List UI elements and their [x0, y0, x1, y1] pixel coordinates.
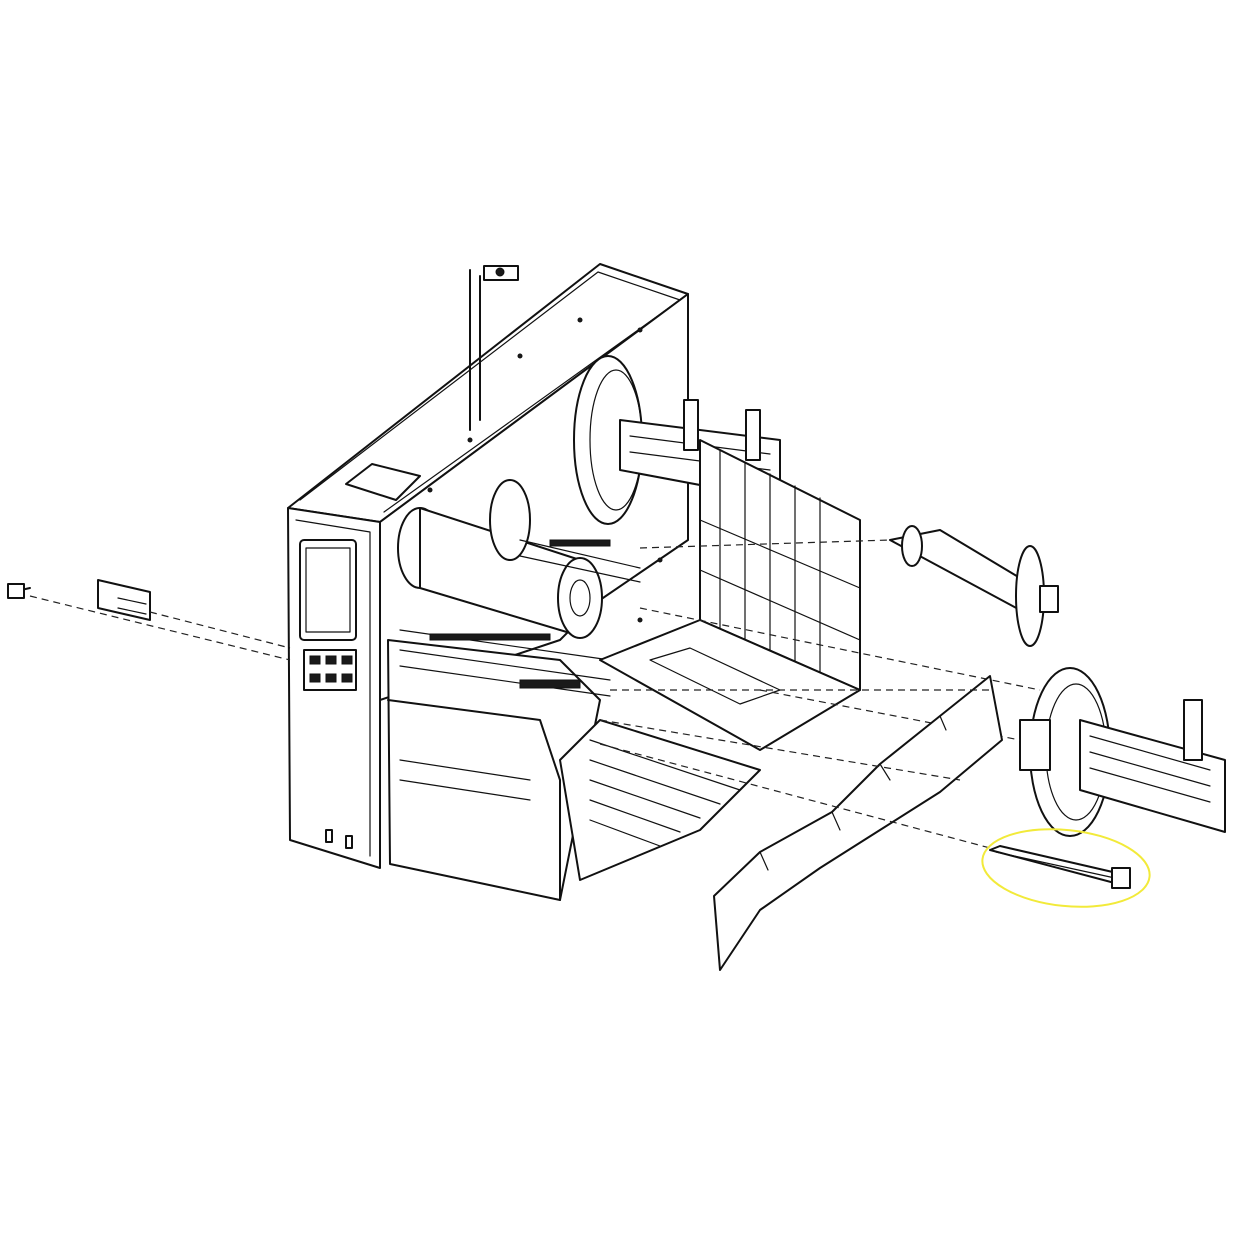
top-panel: [345, 463, 421, 501]
key-3: [341, 655, 353, 665]
media-guide-bar: [599, 743, 1131, 889]
key-1: [309, 655, 321, 665]
top-rod-assembly: [469, 265, 519, 431]
side-plate: [599, 675, 1003, 971]
key-4: [309, 673, 321, 683]
front-chute: [559, 719, 761, 881]
left-rod-assembly: [7, 579, 291, 661]
media-tray: [599, 439, 861, 751]
print-mechanism: [387, 629, 611, 901]
key-2: [325, 655, 337, 665]
control-panel: [299, 539, 357, 849]
ribbon-roll: [397, 479, 641, 639]
small-spindle: [639, 525, 1059, 647]
rewind-assembly: [639, 607, 1226, 837]
port-2: [345, 835, 353, 849]
key-6: [341, 673, 353, 683]
highlight-ellipse: [981, 828, 1151, 908]
end-clip: [7, 583, 25, 599]
lcd-screen: [299, 539, 357, 641]
port-1: [325, 829, 333, 843]
housing-screws: [427, 317, 663, 623]
key-5: [325, 673, 337, 683]
